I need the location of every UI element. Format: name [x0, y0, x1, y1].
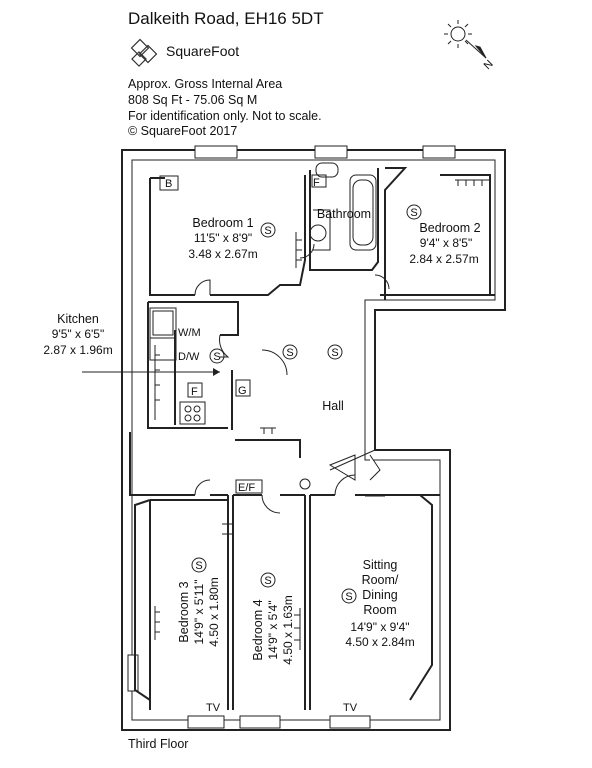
bedroom1-dim-imperial: 11'5" x 8'9" — [194, 231, 252, 245]
tv-label: TV — [206, 702, 221, 714]
sitting-name-line2: Room/ — [362, 573, 399, 587]
smoke-label: S — [345, 591, 352, 603]
kitchen-leader-arrow-icon — [213, 368, 220, 376]
smoke-label: S — [195, 560, 202, 572]
hall-name: Hall — [322, 399, 344, 413]
area-title: Approx. Gross Internal Area — [128, 77, 283, 91]
area-value: 808 Sq Ft - 75.06 Sq M — [128, 93, 258, 107]
smoke-label: S — [264, 575, 271, 587]
boiler-label: B — [165, 178, 172, 190]
washer-label: W/M — [178, 327, 201, 339]
dishwasher-label: D/W — [178, 351, 200, 363]
compass-n-label: N — [482, 58, 496, 72]
kitchen-fixtures — [149, 175, 263, 494]
gas-meter-label: G — [238, 385, 247, 397]
smoke-label: S — [264, 225, 271, 237]
windows — [127, 145, 456, 729]
floor-label: Third Floor — [128, 737, 189, 751]
compass-icon — [444, 20, 487, 59]
bedroom4-dim-imperial: 14'9" x 5'4" — [266, 600, 280, 659]
bedroom3-dim-imperial: 14'9" x 5'11" — [192, 580, 206, 645]
bathroom-name: Bathroom — [317, 207, 371, 221]
bedroom2-name: Bedroom 2 — [419, 221, 480, 235]
smoke-label: S — [286, 347, 293, 359]
bedroom4-dim-metric: 4.50 x 1.63m — [281, 595, 295, 664]
sitting-name-line1: Sitting — [363, 558, 398, 572]
bedroom2-dim-imperial: 9'4" x 8'5" — [420, 236, 472, 250]
tv-label: TV — [343, 702, 358, 714]
radiator-marks — [154, 179, 490, 650]
smoke-label: S — [331, 347, 338, 359]
sitting-name-line4: Room — [363, 603, 396, 617]
bedroom3-name: Bedroom 3 — [177, 581, 191, 642]
kitchen-name: Kitchen — [57, 312, 99, 326]
kitchen-dim-imperial: 9'5" x 6'5" — [52, 327, 104, 341]
brand-name: SquareFoot — [166, 43, 240, 59]
kitchen-dim-metric: 2.87 x 1.96m — [43, 343, 112, 357]
address-title: Dalkeith Road, EH16 5DT — [128, 9, 324, 28]
squarefoot-logo-icon — [130, 38, 158, 67]
fridge-label: F — [191, 386, 198, 398]
bathroom-fixtures — [309, 162, 377, 251]
bedroom3-dim-metric: 4.50 x 1.80m — [207, 577, 221, 646]
sitting-name-line3: Dining — [362, 588, 397, 602]
smoke-detectors — [191, 204, 422, 604]
bedroom1-name: Bedroom 1 — [192, 216, 253, 230]
sitting-dim-metric: 4.50 x 2.84m — [345, 635, 414, 649]
sitting-dim-imperial: 14'9" x 9'4" — [350, 620, 409, 634]
smoke-label: S — [410, 207, 417, 219]
doors — [194, 243, 390, 514]
disclaimer: For identification only. Not to scale. — [128, 109, 322, 123]
bedroom2-dim-metric: 2.84 x 2.57m — [409, 252, 478, 266]
copyright: © SquareFoot 2017 — [128, 124, 238, 138]
bedroom4-name: Bedroom 4 — [251, 599, 265, 660]
smoke-label: S — [213, 351, 220, 363]
bedroom1-dim-metric: 3.48 x 2.67m — [188, 247, 257, 261]
electric-fuse-label: E/F — [238, 482, 255, 494]
internal-walls — [129, 167, 495, 710]
bath-fridge-label: F — [313, 177, 320, 189]
